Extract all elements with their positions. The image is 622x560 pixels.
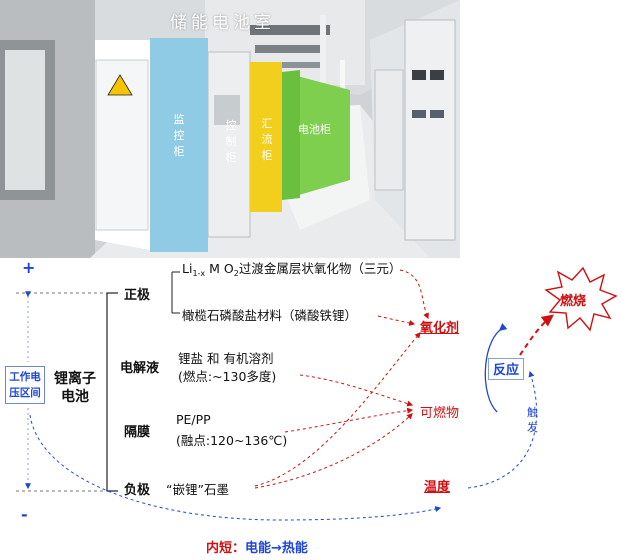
monitor-cabinet-label: 监控柜	[173, 113, 185, 158]
oxidizer-label: 氧化剂	[420, 321, 460, 336]
control-cabinet-label: 控制柜	[225, 119, 237, 164]
room-illustration	[0, 0, 460, 258]
lfp-to-oxidizer-arrow	[377, 315, 416, 326]
separator-item-2: (融点:120~136℃)	[176, 433, 288, 448]
internal-short-caption: 内短：电能→热能	[206, 537, 308, 556]
reaction-bracket	[484, 323, 508, 413]
electrolyte-item-2: (燃点:~130多度)	[178, 369, 277, 384]
reaction-box: 反应	[488, 358, 524, 380]
anode-label: 负极	[124, 483, 151, 498]
voltage-range-line1: 工作电	[9, 371, 41, 383]
anode-to-oxidizer-arrow	[254, 332, 421, 487]
battery-cabinet-label: 电池柜	[298, 123, 331, 136]
anode-to-combustible-arrow	[254, 413, 413, 489]
cathode-to-oxidizer-arrow	[399, 269, 429, 320]
electrolyte-to-combustible-arrow	[299, 374, 414, 407]
battery-title-line2: 电池	[61, 389, 89, 405]
electrolyte-label: 电解液	[120, 361, 160, 376]
internal-short-arrow	[29, 414, 442, 521]
cathode-label: 正极	[124, 288, 151, 303]
battery-title: 锂离子 电池	[54, 370, 96, 406]
voltage-range-line2: 压区间	[9, 387, 41, 399]
temperature-label: 温度	[424, 480, 451, 495]
burn-starburst-icon	[544, 266, 618, 332]
reaction-to-burn-arrow	[519, 314, 554, 356]
cathode-item-ternary: Li1-x M O2过渡金属层状氧化物（三元）	[182, 261, 402, 278]
burn-label: 燃烧	[560, 294, 587, 309]
combiner-cabinet-label: 汇流柜	[261, 117, 273, 162]
battery-room-photo: 储能电池室 监控柜 控制柜 汇流柜 电池柜	[0, 0, 460, 258]
separator-to-combustible-arrow	[284, 407, 414, 433]
anode-item: “嵌锂”石墨	[166, 482, 229, 497]
temperature-trigger-arrow	[467, 370, 538, 489]
electrolyte-item-1: 锂盐 和 有机溶剂	[178, 351, 274, 366]
cathode-item-lfp: 橄榄石磷酸盐材料（磷酸铁锂）	[182, 308, 358, 323]
separator-label: 隔膜	[124, 425, 151, 440]
room-title: 储能电池室	[170, 13, 275, 33]
negative-terminal-label: -	[21, 505, 28, 524]
battery-title-line1: 锂离子	[54, 371, 96, 387]
separator-item-1: PE/PP	[176, 412, 211, 427]
positive-terminal-label: +	[22, 258, 36, 277]
voltage-range-box: 工作电 压区间	[5, 366, 45, 404]
trigger-label: 触 发	[527, 406, 538, 434]
internal-short-text: 内短：电能→热能	[206, 541, 308, 556]
combustible-label: 可燃物	[420, 406, 460, 421]
